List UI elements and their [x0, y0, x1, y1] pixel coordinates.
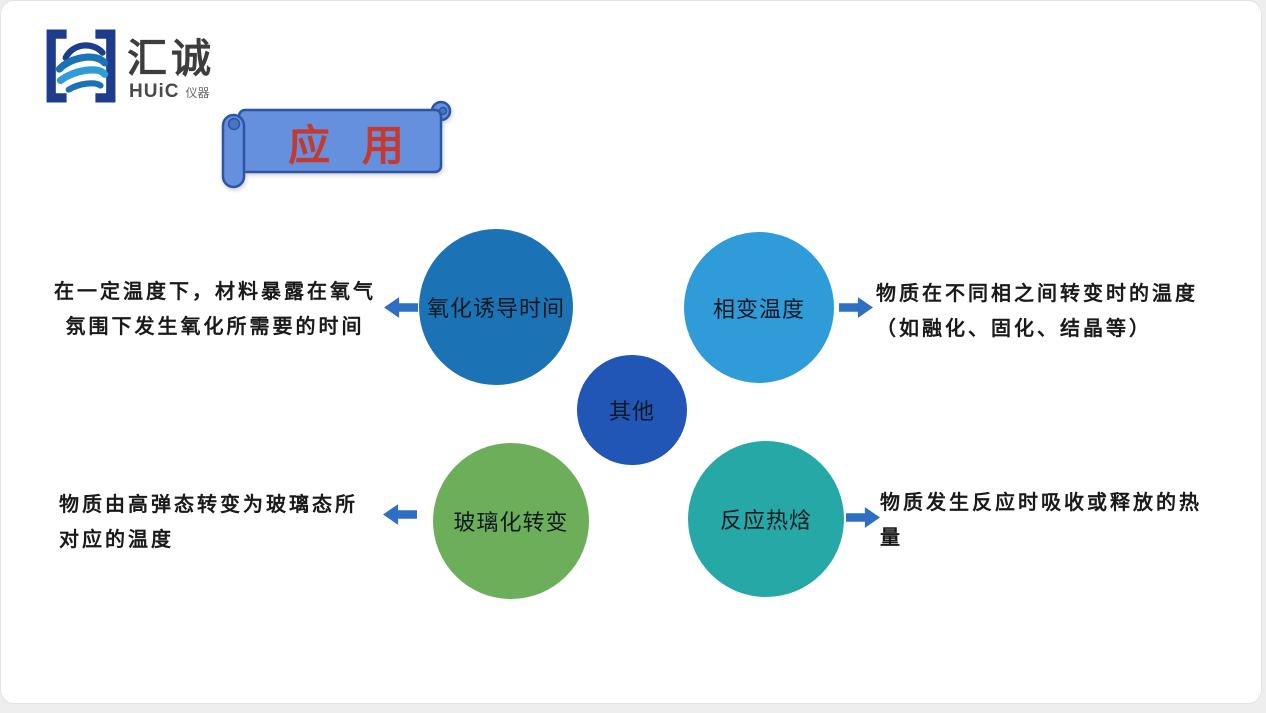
logo-company-name: 汇诚 [127, 37, 215, 81]
logo-globe-icon [46, 29, 116, 103]
slide-title: 应 用 [288, 121, 414, 169]
node-label: 反应热焓 [719, 508, 812, 533]
description-line: 在一定温度下，材料暴露在氧气 [54, 281, 376, 303]
node-label: 氧化诱导时间 [426, 296, 565, 321]
node-other: 其他 [577, 355, 687, 465]
description-line: 物质由高弹态转变为玻璃态所 [59, 494, 358, 516]
node-label: 玻璃化转变 [453, 510, 569, 535]
scroll-banner-icon [221, 100, 452, 189]
left-arrow-icon [383, 504, 417, 525]
node-phase-transition-temperature: 相变温度 [684, 232, 834, 383]
description-phase-transition-temperature: 物质在不同相之间转变时的温度 （如融化、固化、结晶等） [876, 277, 1228, 347]
description-line: 氛围下发生氧化所需要的时间 [65, 316, 365, 338]
right-arrow-icon [839, 297, 873, 318]
description-reaction-enthalpy: 物质发生反应时吸收或释放的热 量 [880, 486, 1230, 556]
description-line: 对应的温度 [59, 529, 174, 551]
description-line: 物质在不同相之间转变时的温度 [876, 283, 1198, 305]
node-label: 其他 [608, 399, 655, 424]
description-line: （如融化、固化、结晶等） [876, 318, 1152, 340]
node-label: 相变温度 [712, 296, 805, 322]
description-oxidation-induction-time: 在一定温度下，材料暴露在氧气 氛围下发生氧化所需要的时间 [47, 275, 383, 345]
logo-latin-name: HUiC [129, 81, 180, 102]
description-line: 量 [880, 527, 903, 549]
logo-suffix: 仪器 [185, 86, 210, 100]
right-arrow-icon [846, 507, 880, 528]
node-oxidation-induction-time: 氧化诱导时间 [419, 229, 573, 385]
logo-text: 汇诚 HUiC 仪器 [127, 39, 215, 103]
left-arrow-icon [384, 297, 418, 318]
company-logo: 汇诚 HUiC 仪器 [45, 29, 215, 103]
node-glass-transition: 玻璃化转变 [433, 443, 589, 599]
title-banner: 应 用 [215, 97, 459, 193]
node-reaction-enthalpy: 反应热焓 [688, 441, 844, 597]
description-glass-transition: 物质由高弹态转变为玻璃态所 对应的温度 [59, 488, 399, 558]
description-line: 物质发生反应时吸收或释放的热 [880, 492, 1202, 514]
